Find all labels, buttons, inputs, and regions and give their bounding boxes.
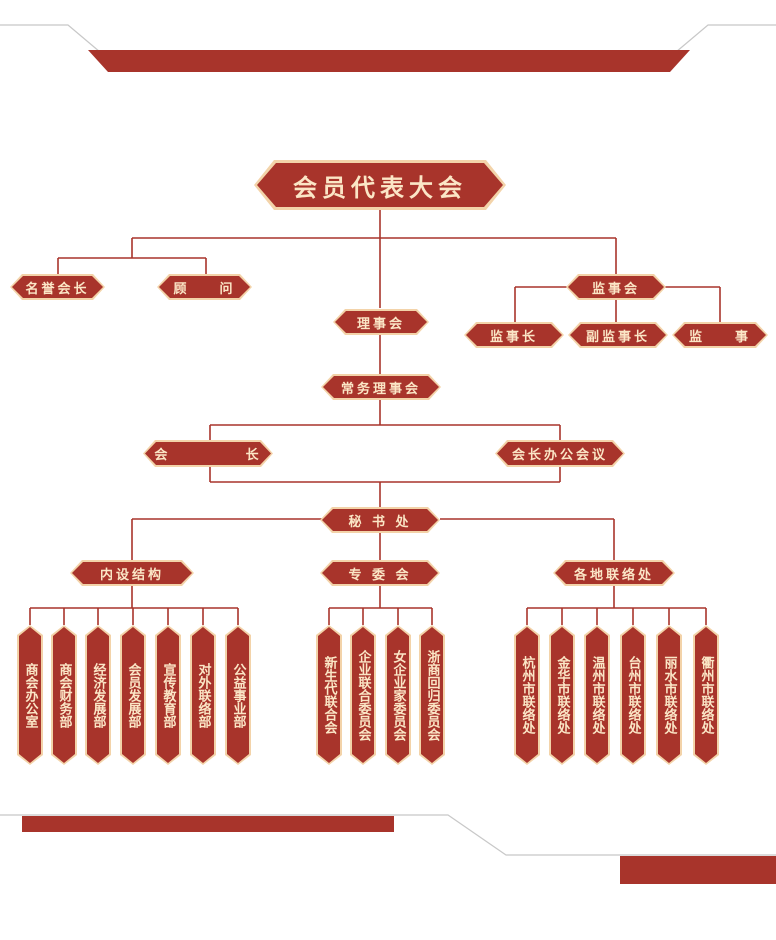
- president-node: 会 长: [143, 440, 273, 467]
- unit-node: 杭州市联络处: [514, 625, 540, 765]
- president-office-meeting-node: 会长办公会议: [495, 440, 625, 467]
- unit-node: 商会财务部: [51, 625, 77, 765]
- department-committees-node: 专 委 会: [320, 560, 440, 586]
- unit-node: 对外联络部: [190, 625, 216, 765]
- unit-node: 经济发展部: [85, 625, 111, 765]
- department-internal-node: 内设结构: [70, 560, 194, 586]
- unit-node: 新生代联合会: [316, 625, 342, 765]
- advisor-node: 顾 问: [157, 274, 252, 300]
- secretariat-node: 秘 书 处: [320, 507, 440, 533]
- unit-node: 女企业家委员会: [385, 625, 411, 765]
- general-assembly-node: 会员代表大会: [254, 160, 506, 210]
- unit-node: 企业联合委员会: [350, 625, 376, 765]
- deputy-chief-supervisor-node: 副监事长: [568, 322, 668, 348]
- department-liaison-node: 各地联络处: [553, 560, 675, 586]
- unit-node: 温州市联络处: [584, 625, 610, 765]
- unit-node: 金华市联络处: [549, 625, 575, 765]
- unit-node: 公益事业部: [225, 625, 251, 765]
- unit-node: 台州市联络处: [620, 625, 646, 765]
- supervisor-node: 监 事: [672, 322, 768, 348]
- supervisory-board-node: 监事会: [566, 274, 666, 300]
- honorary-president-node: 名誉会长: [10, 274, 105, 300]
- unit-node: 宣传教育部: [155, 625, 181, 765]
- unit-node: 会员发展部: [120, 625, 146, 765]
- unit-node: 衢州市联络处: [693, 625, 719, 765]
- standing-council-node: 常务理事会: [321, 374, 441, 400]
- unit-node: 商会办公室: [17, 625, 43, 765]
- council-node: 理事会: [333, 309, 429, 335]
- chief-supervisor-node: 监事长: [464, 322, 564, 348]
- general-assembly-label: 会员代表大会: [257, 163, 503, 207]
- top-banner-bar: [88, 50, 690, 72]
- unit-node: 丽水市联络处: [656, 625, 682, 765]
- unit-node: 浙商回归委员会: [419, 625, 445, 765]
- bottom-left-bar: [22, 816, 394, 832]
- bottom-right-bar: [620, 856, 776, 884]
